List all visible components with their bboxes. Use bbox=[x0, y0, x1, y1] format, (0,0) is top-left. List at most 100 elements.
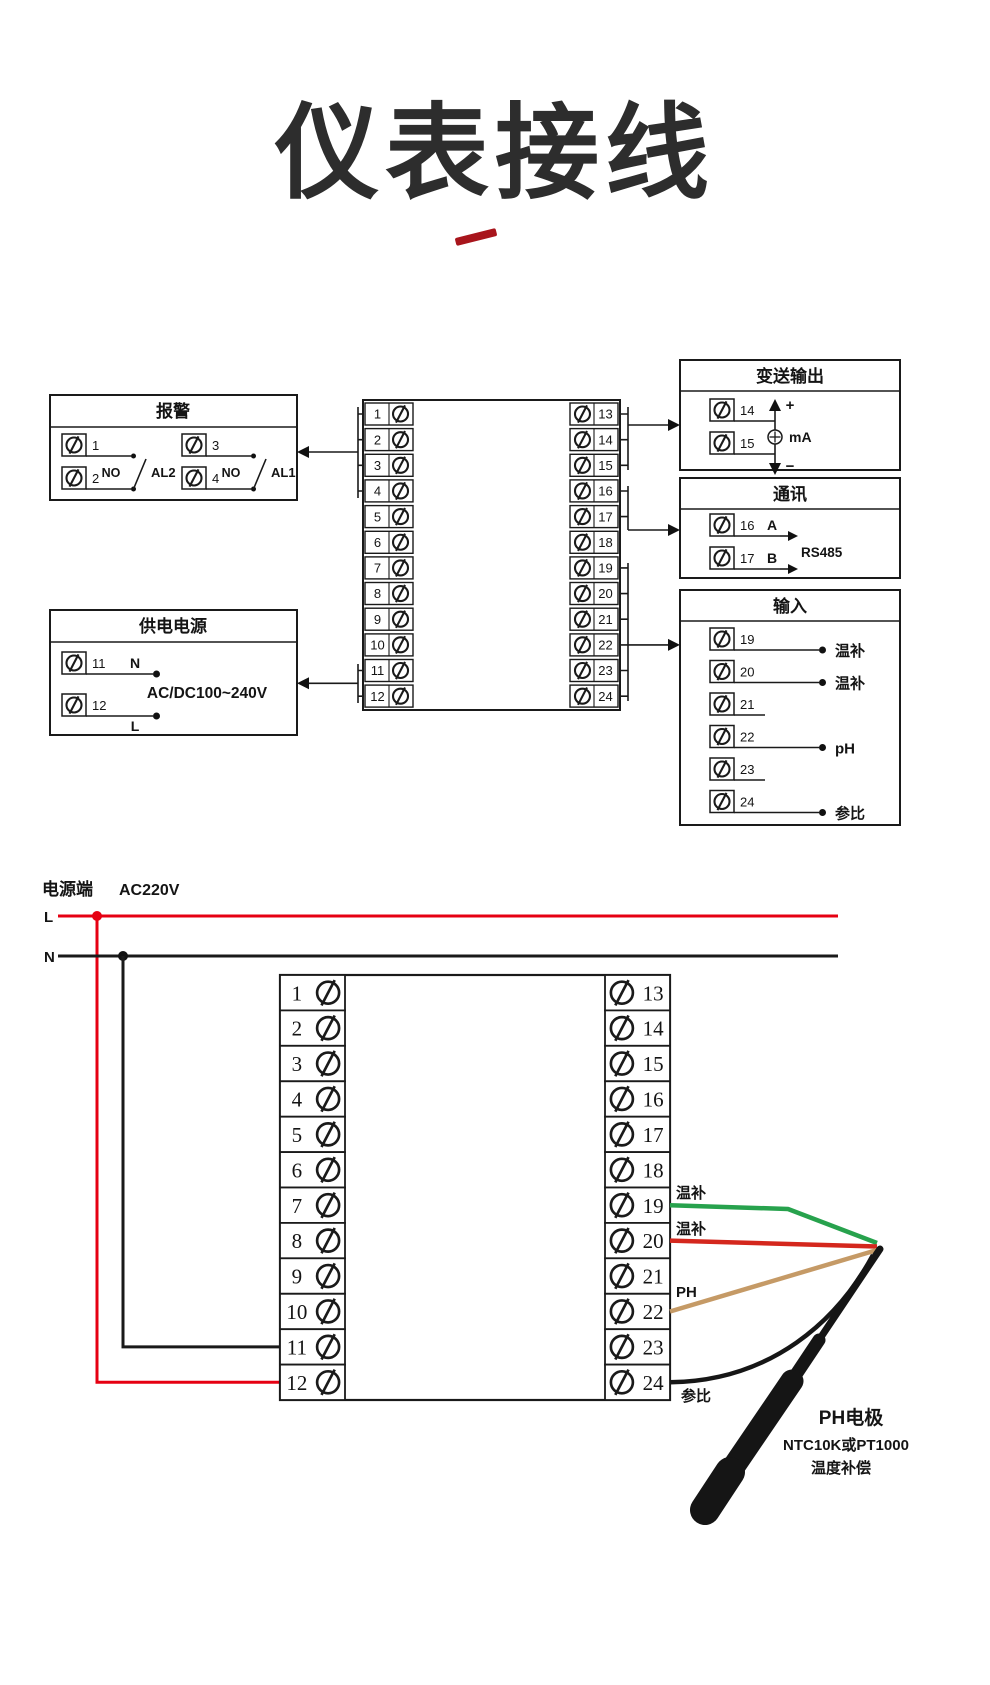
terminal-cell: 20 bbox=[709, 659, 765, 684]
terminal-cell: 15 bbox=[709, 431, 775, 455]
terminal-number: 9 bbox=[292, 1265, 303, 1289]
terminal-cell: 3 bbox=[279, 1044, 346, 1083]
power-title: 供电电源 bbox=[138, 616, 207, 636]
terminal-number: 15 bbox=[740, 436, 754, 451]
comm-b-label: B bbox=[767, 550, 777, 566]
arrow-to-input bbox=[668, 638, 680, 651]
terminal-cell: 8 bbox=[279, 1222, 346, 1260]
terminal-number: 21 bbox=[740, 697, 754, 712]
terminal-number: 14 bbox=[740, 403, 754, 418]
terminal-cell: 10 bbox=[279, 1292, 346, 1331]
terminal-cell: 11 bbox=[61, 651, 120, 675]
terminal-number: 19 bbox=[643, 1194, 664, 1218]
alarm-no-label: NO bbox=[222, 466, 241, 480]
terminal-number: 20 bbox=[740, 665, 754, 680]
terminal-cell: 22 bbox=[709, 724, 765, 749]
transmit-plus-label: + bbox=[786, 397, 795, 414]
terminal-cell: 22 bbox=[569, 633, 619, 657]
terminal-cell: 12 bbox=[364, 684, 414, 708]
terminal-cell: 19 bbox=[709, 627, 765, 651]
terminal-number: 10 bbox=[286, 1300, 307, 1324]
terminal-number: 24 bbox=[598, 689, 612, 704]
wire-label-22: PH bbox=[676, 1284, 697, 1301]
terminal-cell: 20 bbox=[604, 1222, 671, 1260]
terminal-number: 2 bbox=[92, 471, 99, 486]
terminal-number: 3 bbox=[374, 458, 381, 473]
terminal-cell: 16 bbox=[604, 1080, 671, 1118]
terminal-number: 3 bbox=[292, 1052, 303, 1076]
arrow-b-icon bbox=[788, 564, 798, 574]
alarm-no-label: NO bbox=[102, 466, 121, 480]
terminal-cell: 3 bbox=[364, 453, 414, 477]
l-wire-to-terminal-12 bbox=[95, 916, 280, 1384]
transmit-ma-label: mA bbox=[789, 429, 812, 445]
comm-a-label: A bbox=[767, 517, 777, 533]
arrow-to-transmit bbox=[668, 419, 680, 431]
n-wire-to-terminal-11 bbox=[121, 956, 280, 1349]
terminal-cell: 12 bbox=[61, 693, 120, 717]
terminal-number: 20 bbox=[643, 1229, 664, 1253]
terminal-cell: 23 bbox=[709, 757, 765, 781]
terminal-number: 15 bbox=[643, 1052, 664, 1076]
terminal-cell: 8 bbox=[364, 581, 414, 606]
terminal-number: 13 bbox=[643, 981, 664, 1005]
terminal-cell: 14 bbox=[709, 398, 775, 422]
terminal-cell: 9 bbox=[364, 607, 414, 631]
terminal-number: 7 bbox=[292, 1194, 303, 1218]
arrow-to-alarm bbox=[297, 446, 309, 458]
arrow-to-comm bbox=[668, 524, 680, 536]
ph-electrode bbox=[690, 1245, 884, 1525]
terminal-cell: 19 bbox=[569, 556, 619, 580]
terminal-cell: 3 bbox=[181, 433, 240, 457]
terminal-number: 12 bbox=[370, 689, 384, 704]
arrow-down-icon bbox=[769, 463, 781, 475]
input-label-19: 温补 bbox=[835, 642, 865, 660]
terminal-cell: 24 bbox=[569, 684, 619, 708]
terminal-cell: 4 bbox=[181, 466, 240, 490]
terminal-number: 16 bbox=[598, 484, 612, 499]
terminal-number: 23 bbox=[740, 762, 754, 777]
electrode-comp-label: 温度补偿 bbox=[811, 1459, 871, 1477]
top-diagram: 报警 12 34 NO AL2 bbox=[49, 359, 901, 826]
terminal-number: 10 bbox=[370, 638, 384, 653]
terminal-cell: 19 bbox=[604, 1186, 671, 1224]
terminal-number: 16 bbox=[740, 518, 754, 533]
terminal-cell: 5 bbox=[364, 504, 414, 529]
transmit-minus-label: − bbox=[786, 458, 795, 475]
temp-comp-wire-red bbox=[669, 1238, 878, 1249]
terminal-number: 2 bbox=[374, 432, 381, 447]
terminal-cell: 16 bbox=[569, 479, 619, 503]
terminal-cell: 18 bbox=[604, 1151, 671, 1189]
terminal-number: 4 bbox=[374, 484, 381, 499]
terminal-number: 15 bbox=[598, 458, 612, 473]
terminal-cell: 11 bbox=[279, 1328, 346, 1366]
terminal-number: 19 bbox=[598, 561, 612, 576]
terminal-number: 17 bbox=[643, 1123, 664, 1147]
wire-label-19: 温补 bbox=[676, 1184, 706, 1202]
terminal-cell: 13 bbox=[569, 402, 619, 426]
wire-label-20: 温补 bbox=[676, 1220, 706, 1238]
terminal-cell: 6 bbox=[364, 530, 414, 554]
terminal-cell: 21 bbox=[569, 607, 619, 631]
terminal-number: 11 bbox=[371, 663, 385, 678]
terminal-cell: 18 bbox=[569, 530, 619, 554]
terminal-number: 21 bbox=[643, 1265, 664, 1289]
terminal-number: 17 bbox=[598, 509, 612, 524]
terminal-cell: 17 bbox=[604, 1115, 671, 1154]
arrow-a-icon bbox=[788, 531, 798, 541]
terminal-number: 1 bbox=[374, 407, 381, 422]
terminal-number: 18 bbox=[598, 535, 612, 550]
terminal-cell: 9 bbox=[279, 1257, 346, 1295]
terminal-number: 8 bbox=[374, 586, 381, 601]
terminal-number: 3 bbox=[212, 438, 219, 453]
terminal-cell: 15 bbox=[569, 453, 619, 477]
terminal-number: 12 bbox=[92, 698, 106, 713]
arrow-to-power bbox=[297, 677, 309, 690]
terminal-cell: 21 bbox=[604, 1257, 671, 1295]
terminal-cell: 1 bbox=[364, 402, 414, 426]
wire-label-24: 参比 bbox=[681, 1387, 711, 1405]
